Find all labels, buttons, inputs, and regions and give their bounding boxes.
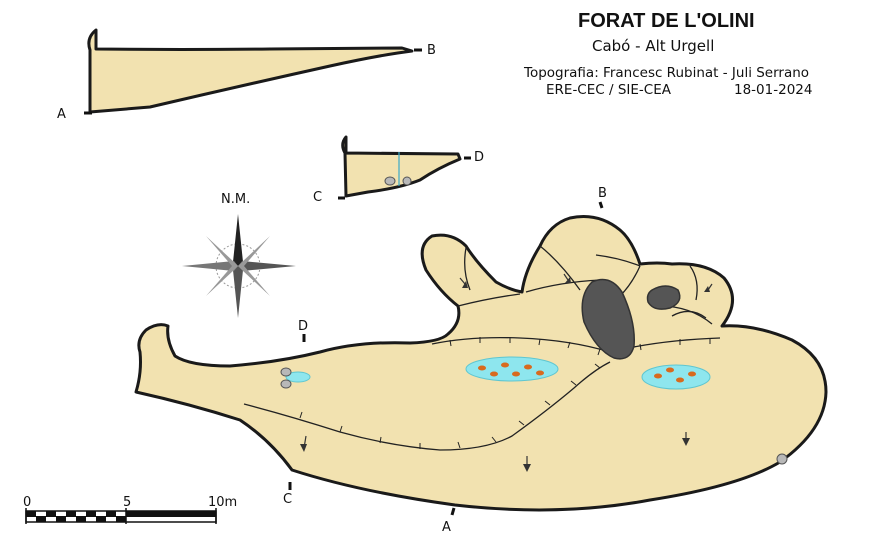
credit-date: 18-01-2024	[734, 82, 812, 98]
cave-plan: B D C A	[134, 186, 828, 535]
section-a-b: A B	[57, 28, 436, 122]
boulder-icon	[384, 176, 396, 186]
map-title: FORAT DE L'OLINI	[578, 10, 755, 32]
plan-label-b: B	[598, 186, 607, 201]
scale-tick-10: 10m	[208, 495, 237, 510]
credit-topography: Topografia: Francesc Rubinat - Juli Serr…	[523, 65, 809, 81]
water-pool-icon	[465, 356, 559, 382]
section-c-d: C D	[313, 135, 484, 205]
water-pool-icon	[641, 364, 711, 390]
slope-arrow-icon	[300, 273, 713, 472]
scale-tick-0: 0	[23, 495, 31, 510]
plan-label-d: D	[298, 319, 308, 334]
boulder-icon	[646, 285, 681, 310]
boulder-icon	[280, 367, 292, 377]
section-label-c: C	[313, 190, 322, 205]
section-label-a: A	[57, 107, 66, 122]
boulder-icon	[402, 176, 412, 186]
map-location: Cabó - Alt Urgell	[592, 37, 714, 55]
plan-marker-b	[598, 201, 604, 209]
scale-bar: 0 5 10m	[23, 495, 237, 524]
plan-label-c: C	[283, 492, 292, 507]
scale-tick-5: 5	[123, 495, 131, 510]
ridge-ticks	[449, 337, 711, 356]
boulder-icon	[776, 453, 788, 465]
debris-icon	[478, 362, 696, 383]
plan-label-a: A	[442, 520, 451, 535]
boulder-icon	[280, 379, 292, 389]
plan-marker-a	[450, 507, 456, 516]
boulder-icon	[581, 278, 635, 360]
drop-ticks	[299, 363, 601, 449]
section-label-d: D	[474, 150, 484, 165]
credit-groups: ERE-CEC / SIE-CEA	[546, 82, 672, 98]
water-pool-icon	[285, 371, 311, 383]
section-label-b: B	[427, 43, 436, 58]
compass-rose-icon: N.M.	[182, 192, 296, 318]
north-label: N.M.	[221, 192, 250, 207]
